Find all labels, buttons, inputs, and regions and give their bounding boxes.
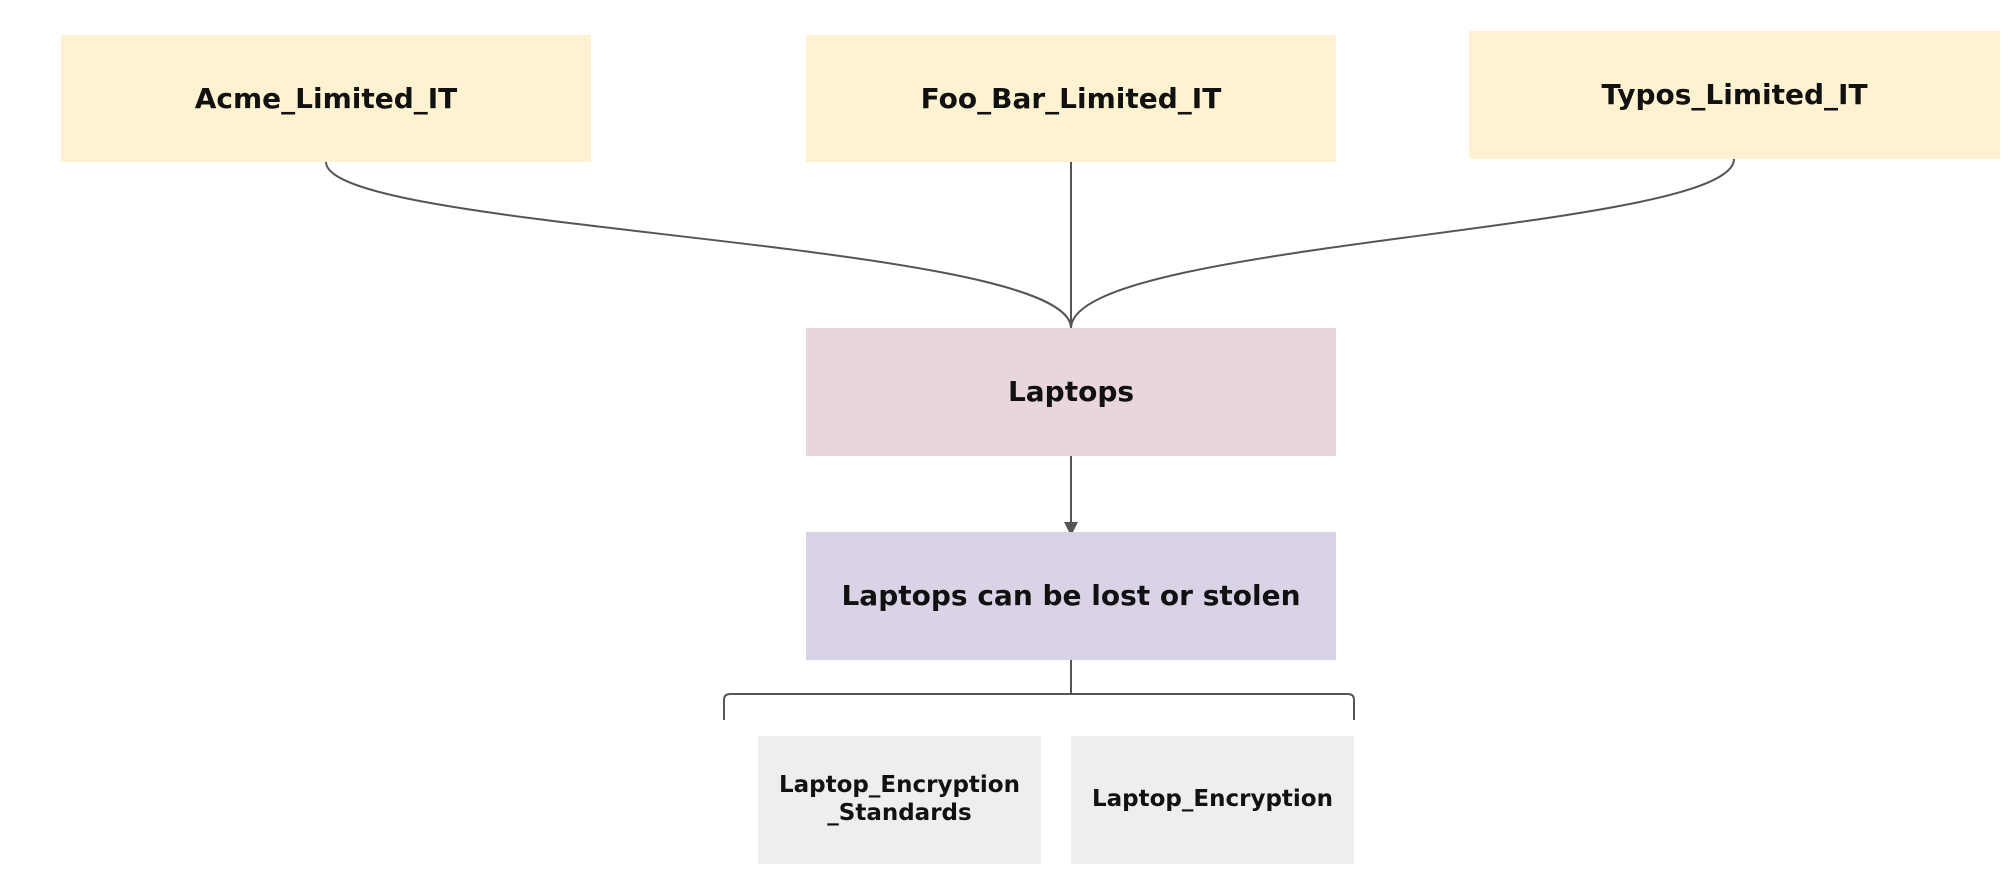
control-label: Laptop_Encryption — [1092, 786, 1333, 813]
connector-typos-to-laptops — [1070, 158, 1735, 329]
asset-node-laptops: Laptops — [806, 328, 1336, 456]
risk-node-laptops-lost-or-stolen: Laptops can be lost or stolen — [806, 532, 1336, 660]
organization-label: Typos_Limited_IT — [1601, 78, 1868, 112]
bracket-risk-to-controls — [723, 660, 1355, 720]
organization-node-typos-limited-it: Typos_Limited_IT — [1469, 31, 2000, 159]
control-label: Laptop_Encryption _Standards — [779, 772, 1020, 826]
connector-acme-to-laptops — [325, 161, 1072, 329]
organization-node-foo-bar-limited-it: Foo_Bar_Limited_IT — [806, 35, 1336, 162]
risk-label: Laptops can be lost or stolen — [841, 579, 1301, 613]
organization-node-acme-limited-it: Acme_Limited_IT — [61, 35, 591, 162]
organization-label: Acme_Limited_IT — [194, 81, 458, 115]
control-node-laptop-encryption: Laptop_Encryption — [1071, 736, 1354, 864]
organization-label: Foo_Bar_Limited_IT — [920, 81, 1222, 115]
asset-label: Laptops — [1007, 375, 1135, 409]
control-node-laptop-encryption-standards: Laptop_Encryption _Standards — [758, 736, 1041, 864]
